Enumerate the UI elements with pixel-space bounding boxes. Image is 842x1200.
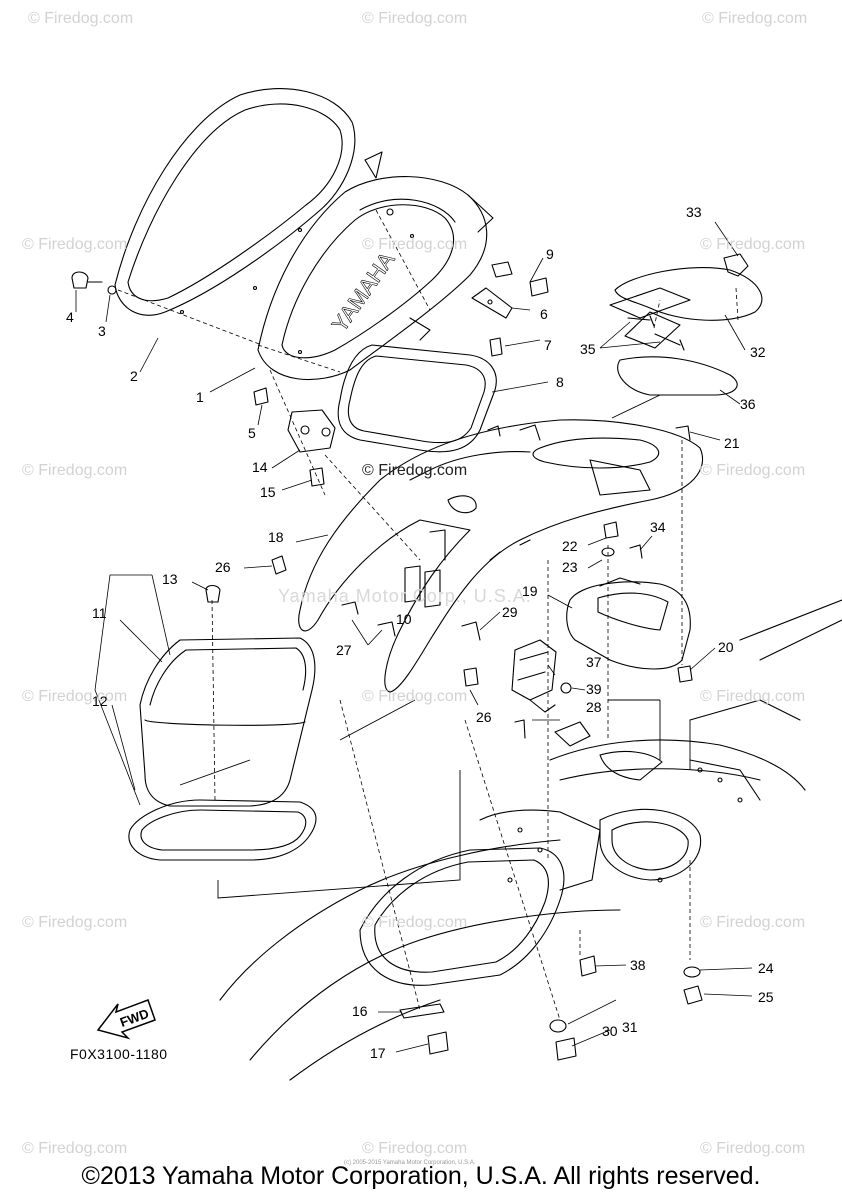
callout-label: 35 xyxy=(580,341,596,357)
part-seal-ring xyxy=(337,344,497,453)
callout-label: 10 xyxy=(396,611,412,627)
part-hood xyxy=(609,267,763,349)
svg-text:YAMAHA: YAMAHA xyxy=(327,247,400,336)
callout-label: 37 xyxy=(586,654,602,670)
part-small-bracket xyxy=(471,261,549,319)
part-slots xyxy=(404,529,446,608)
part-storage-bin xyxy=(128,637,317,861)
callout-label: 18 xyxy=(268,529,284,545)
watermark: © Firedog.com xyxy=(22,462,128,479)
callout-label: 1 xyxy=(196,389,204,405)
watermark-center: © Firedog.com xyxy=(362,462,468,479)
callout-label: 34 xyxy=(650,519,666,535)
callout-label: 28 xyxy=(586,699,602,715)
callout-label: 26 xyxy=(215,559,231,575)
callout-label: 30 xyxy=(602,1023,618,1039)
callout-label: 22 xyxy=(562,538,578,554)
callout-label: 5 xyxy=(248,425,256,441)
part-bolts xyxy=(627,315,685,351)
callout-label: 33 xyxy=(686,204,702,220)
part-windshield xyxy=(114,88,356,316)
callout-label: 32 xyxy=(750,344,766,360)
callout-label: 8 xyxy=(556,374,564,390)
watermark: © Firedog.com xyxy=(362,236,468,253)
callout-label: 31 xyxy=(622,1019,638,1035)
callout-label: 7 xyxy=(544,337,552,353)
watermark: © Firedog.com xyxy=(362,688,468,705)
watermark: © Firedog.com xyxy=(22,688,128,705)
part-switch xyxy=(511,639,557,713)
watermark: © Firedog.com xyxy=(22,914,128,931)
watermark: © Firedog.com xyxy=(702,10,808,27)
callout-label: 19 xyxy=(522,583,538,599)
watermark-faint: Yamaha Motor Corp., U.S.A. xyxy=(278,586,532,606)
callout-label: 12 xyxy=(92,693,108,709)
watermark: © Firedog.com xyxy=(700,1140,806,1157)
part-pad xyxy=(617,356,738,396)
callout-label: 38 xyxy=(630,957,646,973)
watermark: © Firedog.com xyxy=(700,236,806,253)
callout-label: 6 xyxy=(540,306,548,322)
callout-label: 17 xyxy=(370,1045,386,1061)
part-bracket xyxy=(287,409,336,453)
watermark: © Firedog.com xyxy=(362,1140,468,1157)
part-hull xyxy=(219,599,842,1081)
callout-label: 25 xyxy=(758,989,774,1005)
callout-label: 24 xyxy=(758,960,774,976)
fine-print: (c) 2005-2015 Yamaha Motor Corporation, … xyxy=(344,1160,476,1166)
callout-label: 21 xyxy=(724,435,740,451)
callout-label: 11 xyxy=(92,605,107,621)
callout-label: 16 xyxy=(352,1003,368,1019)
copyright-notice: ©2013 Yamaha Motor Corporation, U.S.A. A… xyxy=(81,1162,761,1190)
callout-label: 4 xyxy=(66,309,74,325)
watermark: © Firedog.com xyxy=(22,236,128,253)
callout-label: 9 xyxy=(546,246,554,262)
part-plate xyxy=(554,721,591,747)
callout-label: 23 xyxy=(562,559,578,575)
diagram-code: F0X3100-1180 xyxy=(70,1046,168,1062)
callout-label: 20 xyxy=(718,639,734,655)
watermark: © Firedog.com xyxy=(28,10,134,27)
callout-label: 3 xyxy=(98,323,106,339)
watermark: © Firedog.com xyxy=(22,1140,128,1157)
watermark: © Firedog.com xyxy=(700,688,806,705)
callout-label: 36 xyxy=(740,396,756,412)
part-hardware xyxy=(71,271,703,1061)
part-meter xyxy=(566,577,691,670)
part-deck-cover xyxy=(298,419,704,693)
watermark: © Firedog.com xyxy=(700,914,806,931)
fwd-arrow-icon: FWD xyxy=(96,999,156,1040)
callout-label: 39 xyxy=(586,681,602,697)
watermark: © Firedog.com xyxy=(362,914,468,931)
callout-label: 26 xyxy=(476,709,492,725)
callout-label: 13 xyxy=(162,571,178,587)
callout-label: 29 xyxy=(502,604,518,620)
watermark: © Firedog.com xyxy=(700,462,806,479)
callout-label: 14 xyxy=(252,459,268,475)
watermark: © Firedog.com xyxy=(362,10,468,27)
callout-label: 2 xyxy=(130,368,138,384)
callout-label: 27 xyxy=(336,642,352,658)
callout-label: 15 xyxy=(260,484,276,500)
